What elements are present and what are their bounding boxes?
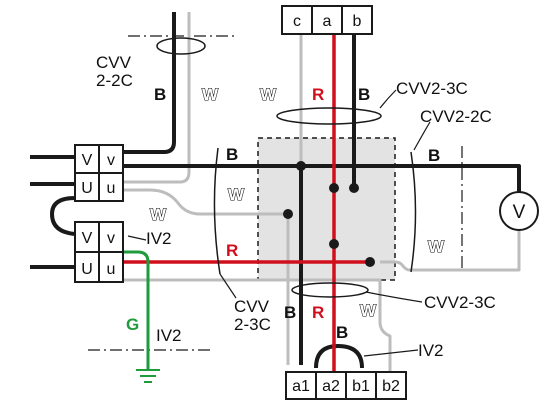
cable-label-top-left-line2: 2-2C — [96, 71, 133, 90]
left-terminal-block-top: V v U u — [74, 144, 124, 202]
wire-label-b-bottom-jumper: B — [336, 323, 348, 342]
cable-label-bottom-left-line1: CVV — [234, 297, 270, 316]
white-wire-meter-return — [380, 230, 521, 272]
cable-label-bottom-right-3c: CVV2-3C — [424, 293, 496, 312]
top-terminal-block: c a b — [281, 5, 373, 35]
leader-iv2-left — [127, 235, 147, 241]
junction-dots — [283, 161, 375, 267]
white-wire-to-box — [122, 188, 288, 216]
ground-wire — [122, 250, 150, 370]
wire-label-w-top-left: W — [202, 85, 219, 104]
cable-label-iv2-bottom: IV2 — [418, 341, 444, 360]
leader-2c — [413, 121, 431, 151]
cable-label-iv2-ground: IV2 — [156, 326, 182, 345]
ground-icon — [136, 369, 160, 383]
leader-bottom-left — [219, 273, 237, 299]
wire-label-b-right: B — [428, 146, 440, 165]
voltmeter: V — [499, 191, 539, 231]
junction-dot — [283, 209, 293, 219]
wire-label-g: G — [126, 315, 139, 334]
block-top-u-label: u — [107, 180, 116, 197]
black-wire-jumper — [314, 344, 364, 369]
junction-dot — [329, 183, 339, 193]
left-terminal-block-bottom: V v U u — [74, 221, 124, 283]
black-wire-main — [122, 164, 521, 192]
terminal-a1-label: a1 — [292, 378, 310, 395]
green-wire — [122, 250, 150, 370]
wire-label-b-top-right: B — [358, 85, 370, 104]
junction-dot — [329, 239, 339, 249]
block-bottom-v-label: v — [107, 230, 115, 247]
cable-bundle-left-bracket — [213, 147, 221, 275]
white-wire-to-u — [122, 171, 191, 184]
top-terminal-frame — [281, 5, 373, 35]
terminal-a2-label: a2 — [322, 378, 340, 395]
cable-bundles — [156, 37, 417, 298]
terminal-c-label: c — [293, 13, 301, 30]
voltmeter-label: V — [513, 202, 526, 223]
cable-bundle-right-bracket — [410, 151, 417, 273]
bottom-terminal-block: a1 a2 b1 b2 — [285, 371, 407, 400]
wire-label-w-left-mid: W — [228, 185, 245, 204]
block-bottom-u-label: u — [107, 261, 116, 278]
red-wires — [122, 35, 370, 372]
wire-label-w-left-block: W — [150, 205, 167, 224]
cable-bundle-bottom-3c — [291, 282, 369, 298]
cable-bundle-top-3c — [276, 107, 382, 125]
voltmeter-circle — [499, 191, 539, 231]
wire-label-b-bottom-left: B — [284, 303, 296, 322]
block-top-v-label: v — [107, 152, 115, 169]
junction-dot — [296, 161, 306, 171]
wire-label-w-top-mid: W — [260, 85, 277, 104]
terminal-b1-label: b1 — [352, 378, 370, 395]
junction-dot — [349, 183, 359, 193]
cable-label-top-left-line1: CVV — [96, 53, 132, 72]
wire-label-b-top-left: B — [154, 85, 166, 104]
terminal-b2-label: b2 — [382, 378, 400, 395]
block-top-U-label: U — [81, 180, 93, 197]
wire-label-w-bottom: W — [360, 301, 377, 320]
leader-lines — [127, 89, 431, 357]
cable-bundle-top-left — [156, 37, 206, 55]
leader-3c-bottom — [365, 291, 423, 303]
wire-label-b-left-mid: B — [226, 145, 238, 164]
wire-label-w-right: W — [428, 237, 445, 256]
cable-label-right-2c: CVV2-2C — [420, 107, 492, 126]
block-top-V-label: V — [82, 152, 93, 169]
wire-label-r-top: R — [312, 85, 324, 104]
leader-iv2-bottom — [363, 349, 419, 357]
cable-label-bottom-left-line2: 2-3C — [234, 315, 271, 334]
black-wire-top — [122, 12, 176, 154]
white-wires — [122, 12, 521, 372]
cable-label-iv2-left: IV2 — [146, 229, 172, 248]
black-wires — [30, 12, 521, 369]
cable-label-top-right-3c: CVV2-3C — [396, 79, 468, 98]
junction-dot — [365, 257, 375, 267]
junction-box — [257, 137, 396, 281]
terminal-b-label: b — [353, 13, 362, 30]
black-wire-loop — [50, 196, 76, 236]
wire-label-r-left: R — [226, 241, 238, 260]
wire-label-r-bottom: R — [312, 303, 324, 322]
block-bottom-V-label: V — [82, 230, 93, 247]
block-bottom-U-label: U — [81, 261, 93, 278]
leader-3c-top — [379, 89, 397, 109]
terminal-a-label: a — [323, 13, 332, 30]
white-wire-bottom — [122, 278, 392, 372]
